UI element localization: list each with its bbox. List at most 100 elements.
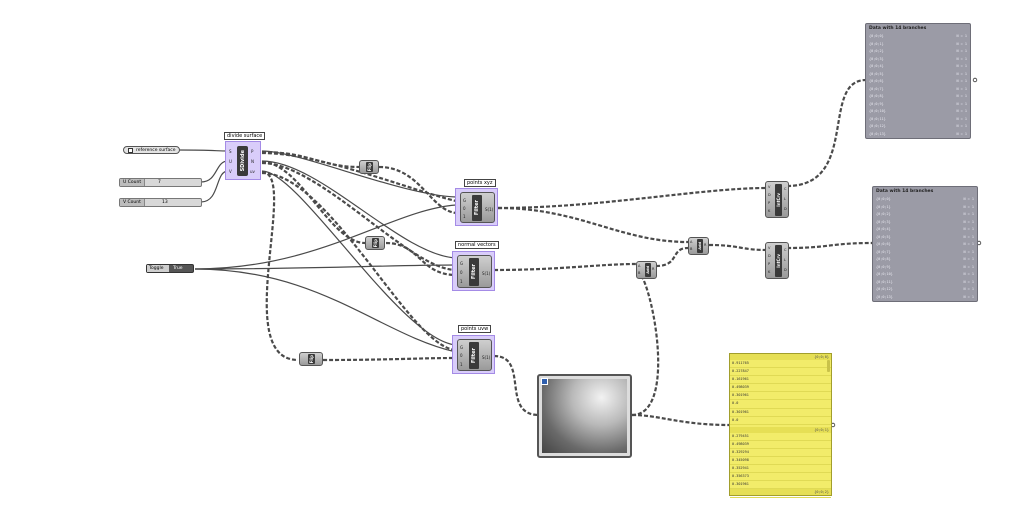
image-sampler-save-icon[interactable] bbox=[541, 378, 548, 385]
filter-normals-output[interactable]: S(1) bbox=[482, 271, 491, 276]
intcrv-2-output-c[interactable]: C bbox=[784, 248, 787, 252]
branch-count: N = 1 bbox=[963, 287, 974, 291]
filter-xyz-output[interactable]: S(1) bbox=[485, 207, 494, 212]
filter-xyz-input-0[interactable]: 0 bbox=[463, 206, 466, 211]
filter-normals-body: Filter bbox=[469, 258, 479, 286]
panel-branch-row: {0;0;9}N = 1 bbox=[873, 264, 977, 272]
filter-points-uvw[interactable]: Filter G 0 1 S(1) bbox=[452, 335, 495, 374]
branch-count: N = 1 bbox=[963, 212, 974, 216]
value-row: 0.0 bbox=[730, 400, 831, 409]
intcrv-2-input-k[interactable]: K bbox=[768, 270, 771, 274]
filter-xyz-input-1[interactable]: 1 bbox=[463, 214, 466, 219]
value-row: 0.0 bbox=[730, 417, 831, 425]
filter-xyz-input-g[interactable]: G bbox=[463, 198, 467, 203]
filter-normals-input-g[interactable]: G bbox=[460, 261, 464, 266]
branch-count: N = 1 bbox=[956, 86, 967, 91]
intcrv-1-input-p[interactable]: P bbox=[768, 201, 771, 205]
intcrv-2-output-l[interactable]: L bbox=[784, 258, 786, 262]
branch-count: N = 1 bbox=[956, 131, 967, 136]
addition-component-1[interactable]: Add A B R bbox=[688, 237, 709, 255]
branch-count: N = 1 bbox=[963, 294, 974, 299]
add-1-input-a[interactable]: A bbox=[690, 240, 693, 244]
value-row: 0.356373 bbox=[730, 473, 831, 482]
output-n[interactable]: N bbox=[251, 159, 254, 164]
panel-branch-row: {0;0;8}N = 1 bbox=[873, 256, 977, 264]
image-sampler[interactable] bbox=[537, 374, 632, 458]
surface-icon bbox=[128, 148, 133, 153]
branch-path: {0;0;9} bbox=[876, 264, 891, 269]
filter-uvw-input-1[interactable]: 1 bbox=[460, 362, 463, 367]
filter-uvw-input-g[interactable]: G bbox=[460, 345, 464, 350]
values-panel-scrollbar[interactable] bbox=[827, 360, 830, 372]
boolean-toggle[interactable]: Toggle True bbox=[146, 264, 194, 273]
add-2-input-b[interactable]: B bbox=[638, 271, 641, 275]
value-row: 0.498039 bbox=[730, 441, 831, 449]
interpolate-curve-2[interactable]: IntCrv V D P K C L D bbox=[765, 242, 789, 279]
intcrv-1-output-l[interactable]: L bbox=[784, 197, 786, 201]
filter-normals-input-1[interactable]: 1 bbox=[460, 279, 463, 284]
panel-branch-row: {0;0;9}N = 1 bbox=[866, 101, 970, 109]
normal-vectors-title: normal vectors bbox=[455, 241, 499, 249]
u-count-slider[interactable]: U Count 7 bbox=[119, 178, 202, 187]
branch-path: {0;0;1} bbox=[869, 41, 884, 46]
input-v[interactable]: V bbox=[229, 169, 232, 174]
image-preview bbox=[542, 379, 627, 453]
branch-path: {0;0;3} bbox=[876, 219, 891, 224]
intcrv-2-input-v[interactable]: V bbox=[768, 246, 771, 250]
intcrv-1-output-d[interactable]: D bbox=[784, 207, 787, 211]
panel-2-title: Data with 14 branches bbox=[876, 189, 934, 194]
add-1-input-b[interactable]: B bbox=[690, 247, 693, 251]
branch-count: N = 1 bbox=[963, 257, 974, 261]
intcrv-2-output-d[interactable]: D bbox=[784, 268, 787, 272]
branch-count: N = 1 bbox=[956, 94, 967, 98]
value-row: 0.301961 bbox=[730, 409, 831, 417]
input-s[interactable]: S bbox=[229, 149, 232, 154]
param-viewer-panel-2[interactable]: Data with 14 branches {0;0;0}N = 1{0;0;1… bbox=[872, 186, 978, 302]
intcrv-1-input-v[interactable]: V bbox=[768, 185, 771, 189]
panel-branch-row: {0;0;4}N = 1 bbox=[873, 226, 977, 234]
u-count-label: U Count bbox=[120, 179, 146, 186]
intcrv-1-input-d[interactable]: D bbox=[768, 193, 771, 197]
output-uv[interactable]: uv bbox=[250, 169, 255, 174]
param-viewer-panel-1[interactable]: Data with 14 branches {0;0;0}N = 1{0;0;1… bbox=[865, 23, 971, 139]
input-u[interactable]: U bbox=[229, 159, 232, 164]
panel-branch-row: {0;0;6}N = 1 bbox=[873, 241, 977, 249]
branch-path: {0;0;6} bbox=[869, 79, 884, 83]
branch-path: {0;0;13} bbox=[876, 294, 893, 299]
flip-matrix-3[interactable]: Flip bbox=[299, 352, 323, 366]
flip-2-name: Flip bbox=[373, 238, 378, 248]
filter-normal-vectors[interactable]: Filter G 0 1 S(1) bbox=[452, 251, 495, 291]
filter-uvw-body: Filter bbox=[469, 342, 479, 369]
intcrv-1-output-c[interactable]: C bbox=[784, 187, 787, 191]
flip-matrix-1[interactable]: Flip bbox=[359, 160, 379, 174]
intcrv-1-body: IntCrv bbox=[775, 184, 782, 216]
addition-component-2[interactable]: Add A B R bbox=[636, 261, 657, 279]
v-count-slider[interactable]: V Count 13 bbox=[119, 198, 202, 207]
points-xyz-title: points xyz bbox=[464, 179, 496, 187]
branch-count: N = 1 bbox=[963, 197, 974, 201]
panel-branch-row: {0;0;10}N = 1 bbox=[873, 271, 977, 279]
panel-branch-row: {0;0;3}N = 1 bbox=[866, 56, 970, 64]
flip-3-name: Flip bbox=[309, 354, 314, 364]
output-p[interactable]: P bbox=[251, 149, 254, 154]
divide-surface-component[interactable]: SDivide S U V P N uv bbox=[225, 141, 261, 180]
value-row: 0.911765 bbox=[730, 360, 831, 369]
intcrv-2-input-p[interactable]: P bbox=[768, 262, 771, 266]
filter-normals-input-0[interactable]: 0 bbox=[460, 270, 463, 275]
intcrv-2-input-d[interactable]: D bbox=[768, 254, 771, 258]
flip-matrix-2[interactable]: Flip bbox=[365, 236, 385, 250]
reference-surface-param[interactable]: reference surface bbox=[123, 146, 180, 154]
add-2-output-r[interactable]: R bbox=[652, 267, 655, 271]
interpolate-curve-1[interactable]: IntCrv V D P K C L D bbox=[765, 181, 789, 218]
intcrv-1-input-k[interactable]: K bbox=[768, 209, 771, 213]
filter-uvw-output[interactable]: S(1) bbox=[482, 355, 491, 360]
add-1-output-r[interactable]: R bbox=[704, 243, 707, 247]
branch-count: N = 1 bbox=[956, 109, 967, 113]
filter-points-xyz[interactable]: Filter G 0 1 S(1) bbox=[455, 188, 498, 226]
filter-uvw-input-0[interactable]: 0 bbox=[460, 353, 463, 358]
reference-surface-label: reference surface bbox=[136, 148, 176, 153]
add-2-input-a[interactable]: A bbox=[638, 264, 641, 268]
